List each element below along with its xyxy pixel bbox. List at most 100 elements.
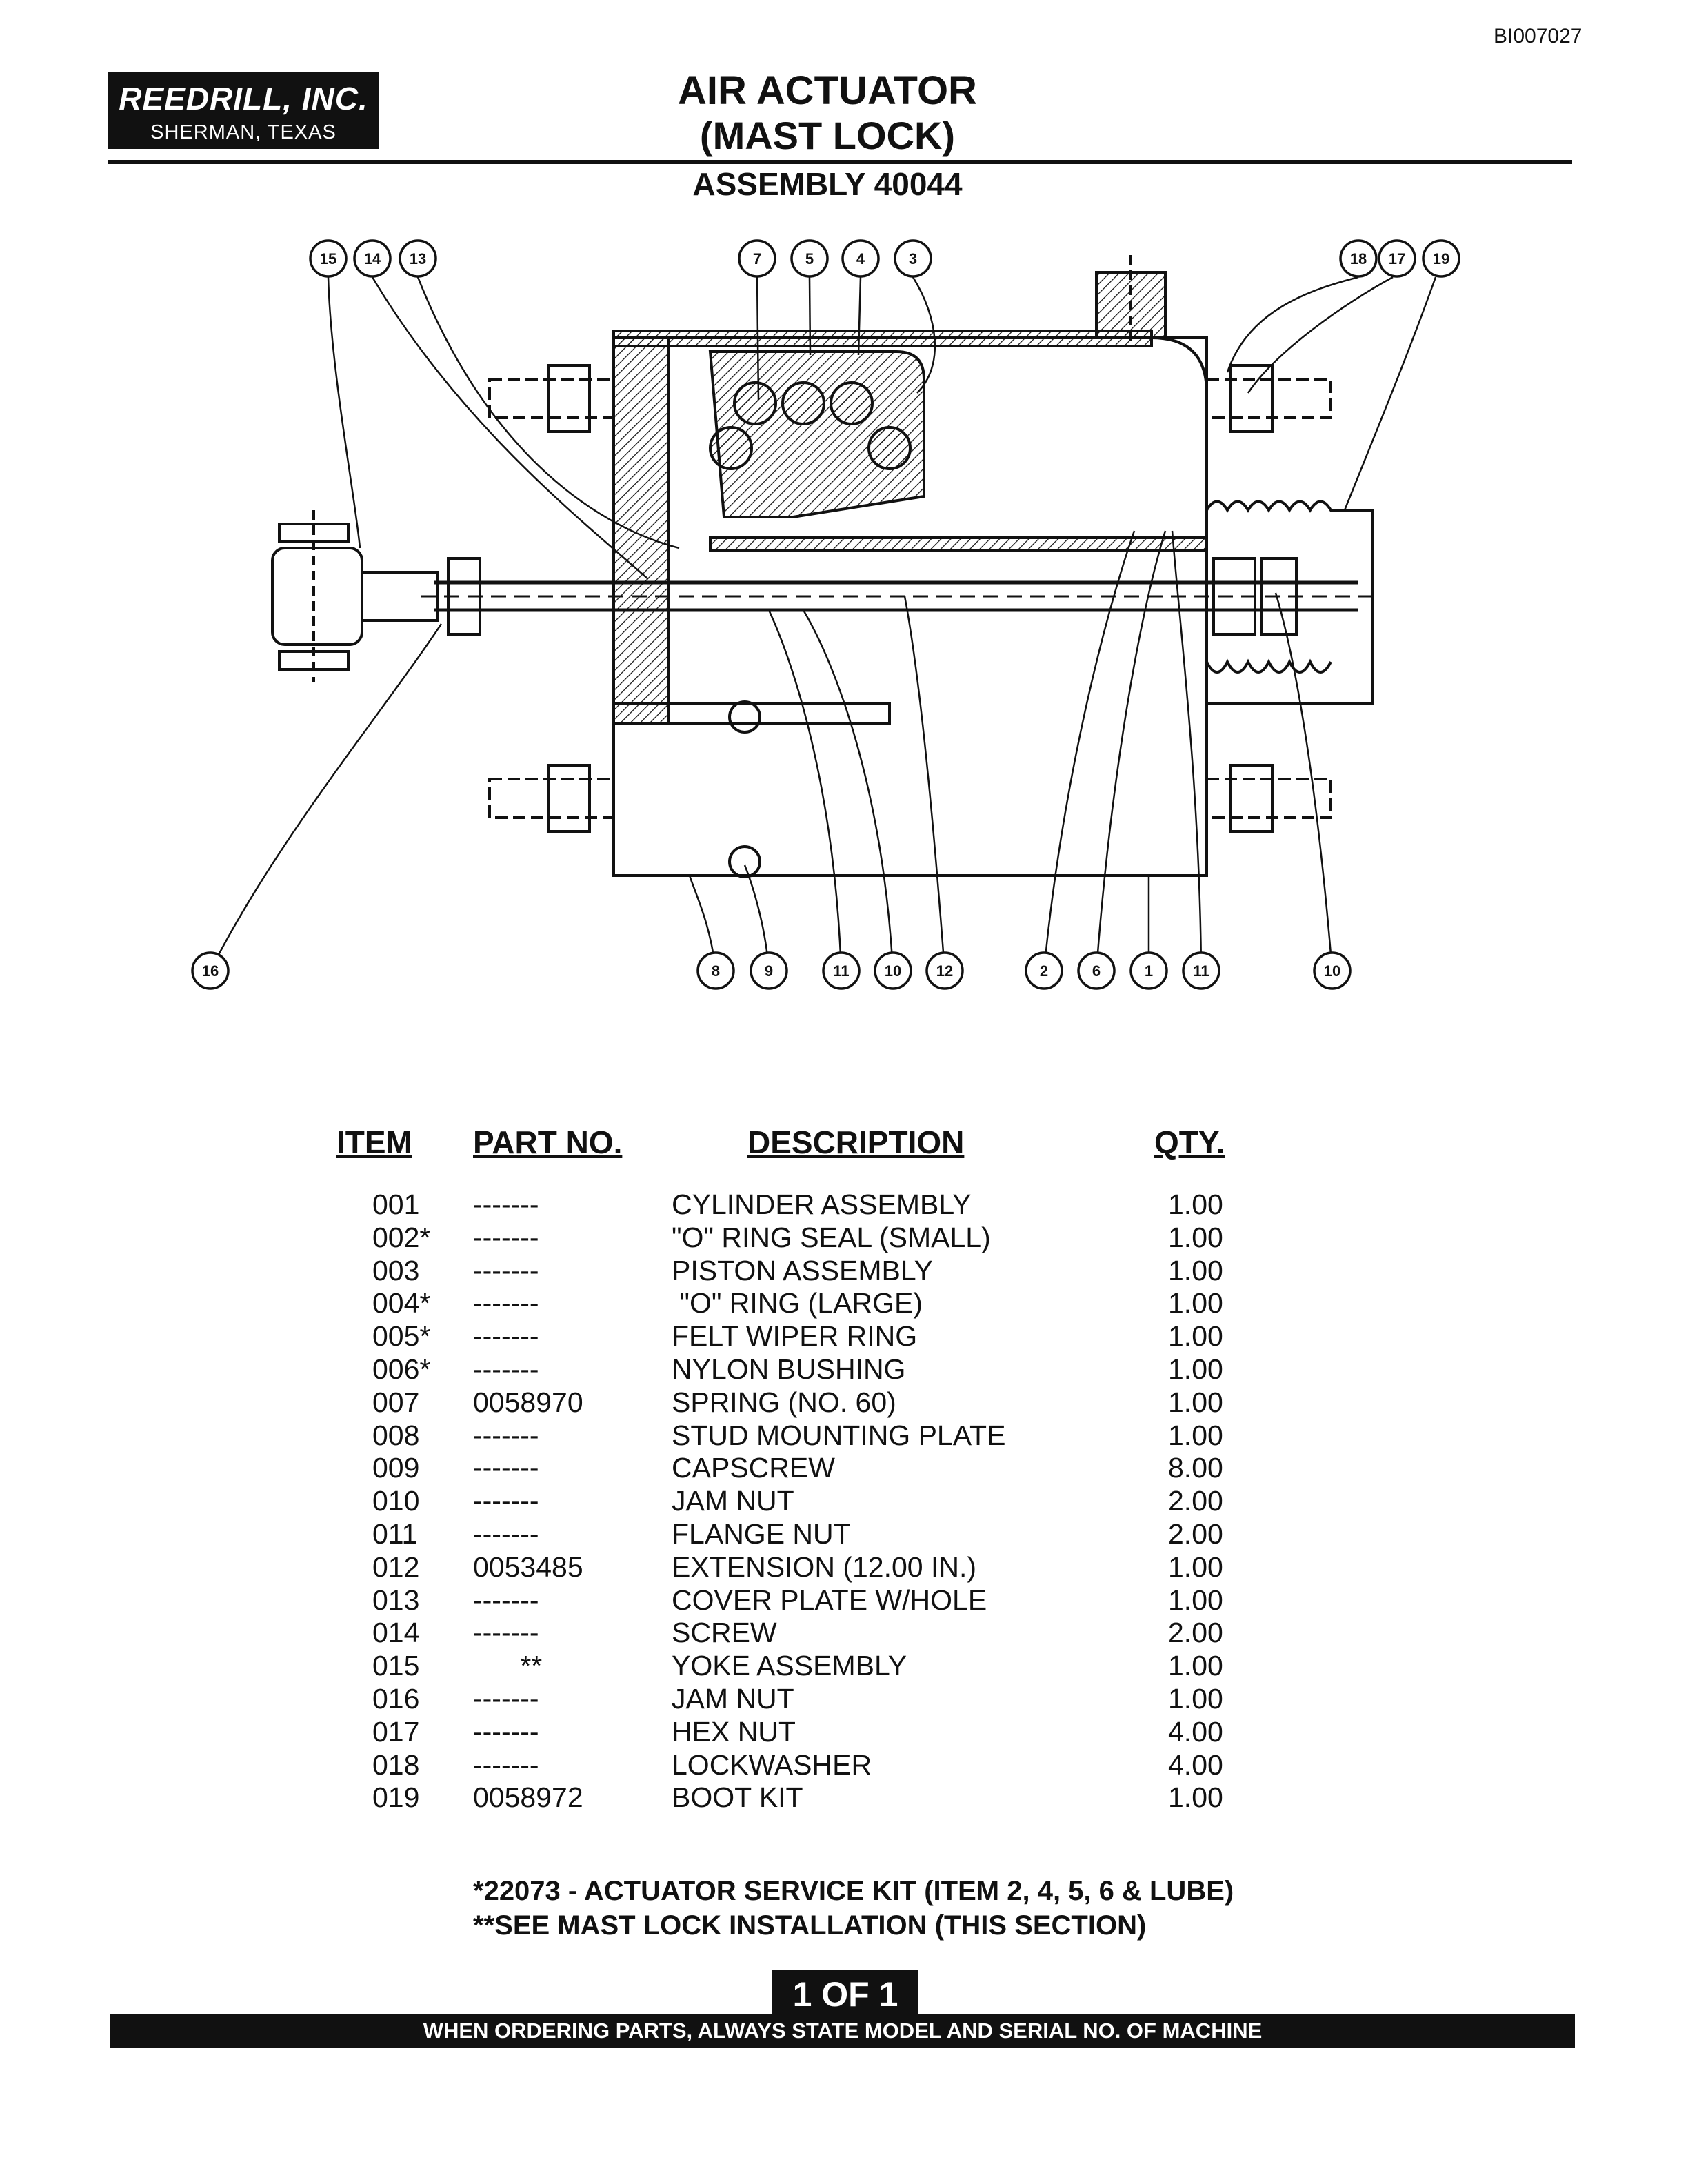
qty-cell: 1.00 [1168, 1353, 1223, 1385]
callout-10a: 10 [874, 951, 912, 990]
callout-4: 4 [841, 239, 880, 278]
svg-text:2: 2 [1040, 962, 1048, 980]
right-end-cap [1151, 336, 1208, 524]
footer-banner: WHEN ORDERING PARTS, ALWAYS STATE MODEL … [110, 2014, 1575, 2048]
description-cell: FELT WIPER RING [672, 1320, 918, 1353]
part-no-cell: ------- [473, 1254, 539, 1286]
callout-5: 5 [790, 239, 829, 278]
description-cell: "O" RING SEAL (SMALL) [672, 1221, 991, 1253]
item-cell: 005* [372, 1320, 431, 1353]
description-cell: STUD MOUNTING PLATE [672, 1419, 1006, 1451]
item-cell: 015 [372, 1650, 420, 1682]
table-row: 004*------- "O" RING (LARGE)1.00 [334, 1287, 1244, 1320]
callout-15: 15 [309, 239, 348, 278]
page-subtitle: (MAST LOCK) [699, 114, 956, 157]
note-service-kit: *22073 - ACTUATOR SERVICE KIT (ITEM 2, 4… [473, 1876, 1234, 1906]
callout-18: 18 [1339, 239, 1378, 278]
page-title: AIR ACTUATOR [678, 68, 977, 113]
qty-cell: 1.00 [1168, 1584, 1223, 1616]
jam-nut-right [1260, 557, 1298, 636]
part-no-cell: 0058970 [473, 1386, 583, 1418]
item-cell: 008 [372, 1419, 420, 1451]
spring [709, 381, 912, 470]
header-description: DESCRIPTION [747, 1124, 965, 1160]
callout-16: 16 [191, 951, 230, 990]
description-cell: FLANGE NUT [672, 1517, 851, 1550]
header-part-no: PART NO. [473, 1124, 623, 1160]
callout-19: 19 [1422, 239, 1460, 278]
description-cell: JAM NUT [672, 1485, 794, 1517]
description-cell: COVER PLATE W/HOLE [672, 1584, 987, 1616]
qty-cell: 2.00 [1168, 1617, 1223, 1649]
document-id: BI007027 [1494, 25, 1582, 48]
callout-2: 2 [1025, 951, 1063, 990]
description-cell: YOKE ASSEMBLY [672, 1650, 907, 1682]
svg-text:15: 15 [320, 250, 336, 267]
actuator-diagram: 15 14 13 7 5 4 3 18 17 19 16 8 9 11 10 1… [191, 239, 1460, 990]
qty-cell: 4.00 [1168, 1748, 1223, 1781]
part-no-cell: ------- [473, 1320, 539, 1353]
svg-text:8: 8 [712, 962, 720, 980]
company-logo: REEDRILL, INC. SHERMAN, TEXAS [108, 72, 379, 149]
part-no-cell: ------- [473, 1617, 539, 1649]
qty-cell: 1.00 [1168, 1189, 1223, 1220]
qty-cell: 1.00 [1168, 1386, 1223, 1418]
qty-cell: 1.00 [1168, 1650, 1223, 1682]
qty-cell: 2.00 [1168, 1485, 1223, 1517]
callout-6: 6 [1077, 951, 1116, 990]
svg-text:7: 7 [753, 250, 761, 267]
item-cell: 010 [372, 1485, 420, 1517]
item-cell: 003 [372, 1254, 420, 1286]
capscrew-lower [728, 845, 761, 878]
description-cell: HEX NUT [672, 1715, 796, 1748]
header-qty: QTY. [1154, 1124, 1225, 1160]
description-cell: NYLON BUSHING [672, 1353, 906, 1385]
item-cell: 007 [372, 1386, 420, 1418]
svg-text:14: 14 [364, 250, 381, 267]
callout-9: 9 [750, 951, 788, 990]
callout-14: 14 [353, 239, 392, 278]
studs [488, 364, 1332, 833]
item-cell: 001 [372, 1189, 420, 1220]
cover-plate [612, 702, 891, 725]
company-location: SHERMAN, TEXAS [150, 121, 336, 143]
item-cell: 004* [372, 1287, 431, 1320]
qty-cell: 4.00 [1168, 1715, 1223, 1748]
qty-cell: 1.00 [1168, 1682, 1223, 1715]
svg-text:13: 13 [410, 250, 426, 267]
svg-text:17: 17 [1389, 250, 1405, 267]
item-cell: 013 [372, 1584, 420, 1616]
page-indicator: 1 OF 1 [772, 1970, 918, 2019]
svg-text:10: 10 [885, 962, 901, 980]
part-no-cell: ------- [473, 1452, 539, 1484]
yoke [271, 510, 439, 682]
svg-text:3: 3 [909, 250, 917, 267]
qty-cell: 1.00 [1168, 1221, 1223, 1253]
capscrew-upper [728, 700, 761, 734]
jam-nut-left [447, 557, 481, 636]
part-no-cell: ------- [473, 1682, 539, 1715]
header-rule [108, 160, 1572, 164]
leader-lines [209, 276, 1437, 971]
item-cell: 018 [372, 1748, 420, 1781]
svg-text:16: 16 [202, 962, 219, 980]
description-cell: SPRING (NO. 60) [672, 1386, 896, 1418]
description-cell: PISTON ASSEMBLY [672, 1254, 934, 1286]
svg-text:1: 1 [1145, 962, 1153, 980]
svg-text:4: 4 [856, 250, 865, 267]
table-row: 002*-------"O" RING SEAL (SMALL)1.00 [334, 1222, 1244, 1255]
qty-cell: 1.00 [1168, 1419, 1223, 1451]
